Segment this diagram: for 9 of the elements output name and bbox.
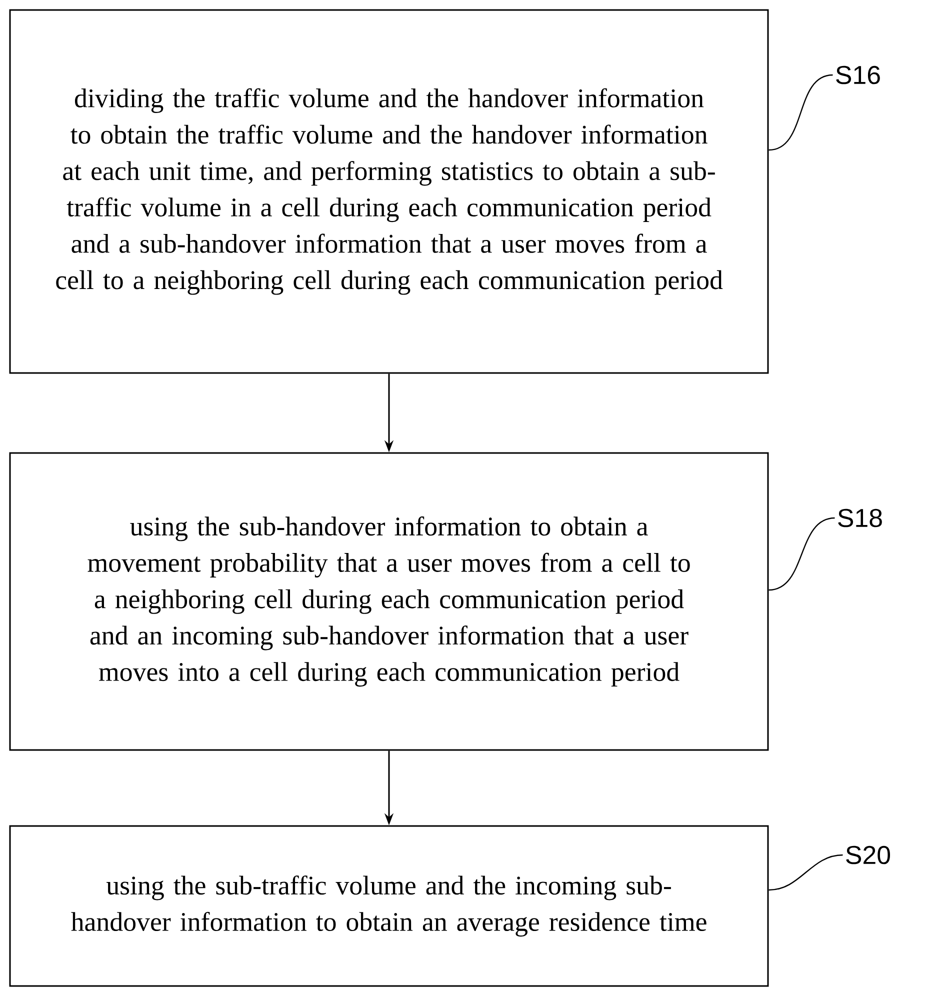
process-box: using the sub-handover information to obtain a movement probability that a user moves from a cell to a neighboring cell during each communication period and an incoming sub-handover information that a user moves into a cell during each communication period bbox=[9, 452, 769, 751]
leader-line bbox=[768, 854, 843, 891]
process-box: using the sub-traffic volume and the incoming sub-handover information to obtain an average residence time bbox=[9, 825, 769, 987]
step-label: S16 bbox=[836, 66, 880, 84]
step-label: S18 bbox=[838, 508, 882, 528]
leader-line bbox=[768, 74, 833, 151]
process-box: dividing the traffic volume and the handover information to obtain the traffic volume and the handover information at each unit time, and performing statistics to obtain a sub-traffic volume in a cell during each communication period and a sub-handover information that a user moves from a cell to a neighboring cell during each communication period bbox=[9, 9, 769, 374]
step-label: S20 bbox=[846, 846, 890, 864]
leader-line bbox=[768, 517, 835, 591]
